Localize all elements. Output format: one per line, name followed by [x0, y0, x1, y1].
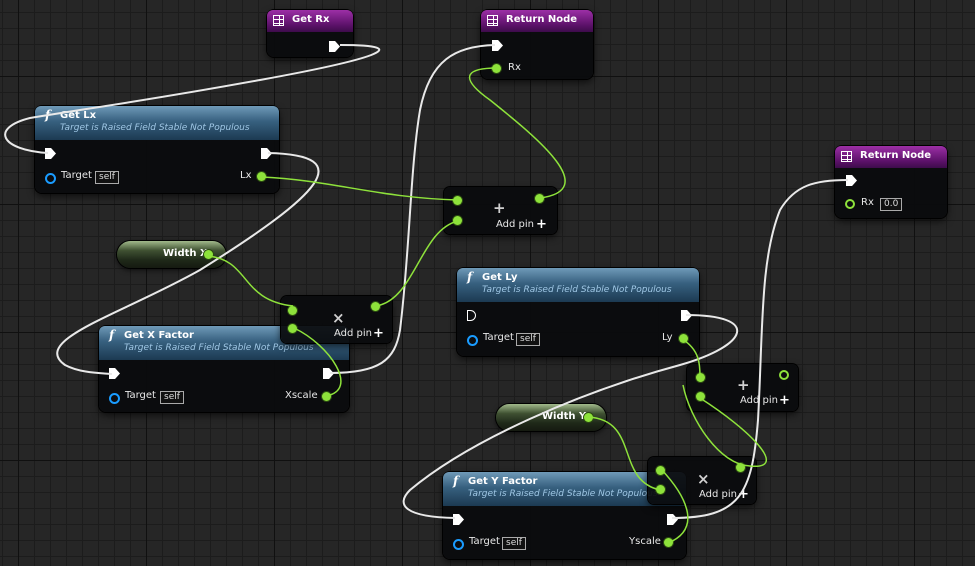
result-out-pin[interactable]	[535, 194, 544, 203]
ly-out-label: Ly	[662, 332, 673, 343]
node-title: Get Ly	[482, 272, 518, 283]
node-title: Return Node	[860, 150, 932, 161]
node-title: Get X Factor	[124, 330, 194, 341]
exec-out-pin[interactable]	[681, 310, 692, 321]
return-node-right[interactable]: Return Node Rx 0.0	[835, 146, 947, 218]
exec-out-pin[interactable]	[667, 514, 678, 525]
input-b-pin[interactable]	[453, 216, 462, 225]
lx-out-label: Lx	[240, 170, 252, 181]
node-header	[481, 10, 593, 32]
grid-icon	[487, 15, 498, 26]
pin-label: Rx	[508, 62, 521, 73]
variable-label: Width Y	[542, 411, 587, 422]
result-out-pin[interactable]	[371, 302, 380, 311]
lx-out-pin[interactable]	[257, 172, 266, 181]
target-label: Target	[469, 536, 500, 547]
target-label: Target	[125, 390, 156, 401]
exec-out-pin[interactable]	[261, 148, 272, 159]
node-subtitle: Target is Raised Field Stable Not Populo…	[468, 489, 658, 499]
add-pin-label[interactable]: Add pin	[334, 328, 373, 339]
rx-value-field[interactable]: 0.0	[880, 198, 903, 211]
node-subtitle: Target is Raised Field Stable Not Populo…	[482, 285, 672, 295]
grid-icon	[841, 151, 852, 162]
input-a-pin[interactable]	[656, 466, 665, 475]
node-title: Get Rx	[292, 14, 330, 25]
node-title: Get Lx	[60, 110, 97, 121]
input-b-pin[interactable]	[696, 392, 705, 401]
input-b-pin[interactable]	[288, 324, 297, 333]
get-ly-node[interactable]: f Get Ly Target is Raised Field Stable N…	[457, 268, 699, 356]
pin-label: Rx	[861, 197, 874, 208]
object-pin-icon[interactable]	[109, 393, 120, 404]
node-subtitle: Target is Raised Field Stable Not Populo…	[60, 123, 250, 133]
exec-in-pin[interactable]	[492, 40, 503, 51]
multiply-node-y[interactable]: × Add pin +	[648, 457, 756, 504]
node-header	[457, 268, 699, 302]
xscale-out-label: Xscale	[285, 390, 318, 401]
get-rx-node[interactable]: Get Rx	[267, 10, 353, 57]
add-pin-plus-icon[interactable]: +	[738, 487, 749, 502]
yscale-out-label: Yscale	[629, 536, 661, 547]
add-pin-plus-icon[interactable]: +	[779, 393, 790, 408]
add-pin-label[interactable]: Add pin	[496, 219, 535, 230]
function-icon: f	[109, 328, 115, 342]
object-pin-icon[interactable]	[45, 173, 56, 184]
result-out-pin[interactable]	[779, 370, 789, 380]
add-pin-plus-icon[interactable]: +	[536, 217, 547, 232]
function-icon: f	[45, 108, 51, 122]
multiply-icon: ×	[697, 470, 710, 488]
add-pin-label[interactable]: Add pin	[740, 395, 779, 406]
exec-out-pin[interactable]	[329, 41, 340, 52]
add-node-right[interactable]: + Add pin +	[687, 364, 798, 411]
return-node-top[interactable]: Return Node Rx	[481, 10, 593, 79]
node-title: Return Node	[506, 14, 578, 25]
get-lx-node[interactable]: f Get Lx Target is Raised Field Stable N…	[35, 106, 279, 193]
input-b-pin[interactable]	[656, 485, 665, 494]
exec-in-pin[interactable]	[45, 148, 56, 159]
add-pin-label[interactable]: Add pin	[699, 489, 738, 500]
object-pin-icon[interactable]	[467, 335, 478, 346]
add-icon: +	[737, 376, 750, 394]
input-a-pin[interactable]	[696, 373, 705, 382]
xscale-out-pin[interactable]	[322, 392, 331, 401]
target-value-field[interactable]: self	[502, 537, 526, 550]
add-icon: +	[493, 199, 506, 217]
target-value-field[interactable]: self	[95, 171, 119, 184]
rx-in-pin[interactable]	[845, 199, 855, 209]
target-value-field[interactable]: self	[516, 333, 540, 346]
exec-in-pin[interactable]	[109, 368, 120, 379]
target-value-field[interactable]: self	[160, 391, 184, 404]
object-pin-icon[interactable]	[453, 539, 464, 550]
width-x-variable-node[interactable]: Width X	[117, 241, 226, 268]
yscale-out-pin[interactable]	[664, 538, 673, 547]
add-pin-plus-icon[interactable]: +	[373, 326, 384, 341]
input-a-pin[interactable]	[288, 306, 297, 315]
input-a-pin[interactable]	[453, 196, 462, 205]
result-out-pin[interactable]	[736, 463, 745, 472]
function-icon: f	[467, 270, 473, 284]
grid-icon	[273, 15, 284, 26]
variable-label: Width X	[163, 248, 208, 259]
rx-in-pin[interactable]	[492, 64, 501, 73]
exec-out-pin[interactable]	[323, 368, 334, 379]
multiply-node-x[interactable]: × Add pin +	[281, 296, 392, 343]
target-label: Target	[483, 332, 514, 343]
node-subtitle: Target is Raised Field Stable Not Populo…	[124, 343, 314, 353]
function-icon: f	[453, 474, 459, 488]
width-y-out-pin[interactable]	[584, 413, 593, 422]
exec-in-pin[interactable]	[846, 175, 857, 186]
node-title: Get Y Factor	[468, 476, 538, 487]
width-x-out-pin[interactable]	[204, 250, 213, 259]
add-node-top[interactable]: + Add pin +	[444, 187, 557, 234]
node-header	[267, 10, 353, 32]
width-y-variable-node[interactable]: Width Y	[496, 404, 606, 431]
ly-out-pin[interactable]	[679, 334, 688, 343]
target-label: Target	[61, 170, 92, 181]
node-header	[835, 146, 947, 168]
exec-in-pin[interactable]	[453, 514, 464, 525]
multiply-icon: ×	[332, 309, 345, 327]
